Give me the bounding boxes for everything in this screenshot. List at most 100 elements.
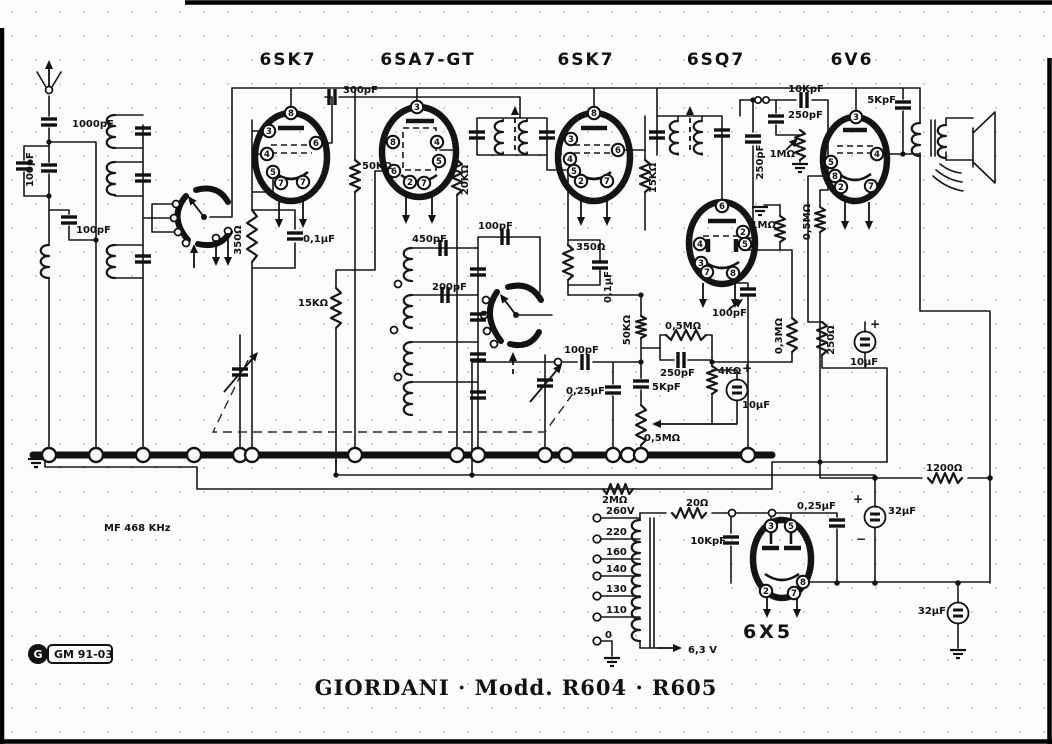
- svg-text:32µF: 32µF: [888, 506, 916, 517]
- svg-text:1000pF: 1000pF: [72, 119, 114, 130]
- svg-text:250pF: 250pF: [788, 110, 823, 121]
- svg-text:0,25µF: 0,25µF: [566, 386, 605, 397]
- svg-text:+: +: [870, 317, 880, 331]
- svg-text:100pF: 100pF: [76, 225, 111, 236]
- band-switch-antenna: [169, 185, 233, 249]
- svg-text:4: 4: [264, 150, 270, 160]
- svg-text:0,1µF: 0,1µF: [303, 234, 335, 245]
- svg-text:3: 3: [414, 103, 420, 113]
- svg-text:7: 7: [868, 182, 874, 192]
- svg-text:0,5MΩ: 0,5MΩ: [644, 433, 681, 444]
- coils: [39, 113, 948, 643]
- svg-text:8: 8: [288, 109, 294, 119]
- svg-text:6: 6: [391, 167, 397, 177]
- svg-text:5: 5: [270, 168, 276, 178]
- svg-text:8: 8: [800, 578, 806, 588]
- svg-text:1MΩ: 1MΩ: [751, 220, 777, 231]
- svg-text:8: 8: [591, 109, 597, 119]
- svg-text:15KΩ: 15KΩ: [648, 162, 659, 193]
- svg-text:8: 8: [730, 269, 736, 279]
- svg-text:8: 8: [390, 138, 396, 148]
- tube-pins: 8 3 4 6 5 7 7 3 8 4 5 6 2 7 8 3 4 6 5 2 …: [259, 99, 885, 601]
- svg-text:50KΩ: 50KΩ: [622, 314, 633, 345]
- svg-text:−: −: [856, 532, 866, 546]
- svg-text:5KpF: 5KpF: [652, 382, 681, 393]
- svg-text:3: 3: [568, 135, 574, 145]
- svg-text:0,5MΩ: 0,5MΩ: [802, 203, 813, 240]
- tube-label-mixer: 6SA7-GT: [380, 50, 475, 70]
- svg-text:4: 4: [697, 240, 703, 250]
- logo-icon: [28, 644, 48, 664]
- svg-text:+: +: [853, 492, 863, 506]
- svg-text:7: 7: [791, 589, 797, 599]
- svg-text:350Ω: 350Ω: [233, 225, 244, 255]
- svg-text:260V: 260V: [606, 506, 635, 517]
- maker-stamp: G GM 91-03: [28, 644, 113, 664]
- svg-text:+: +: [742, 361, 752, 375]
- svg-text:10KpF: 10KpF: [690, 536, 726, 547]
- if-frequency: MF 468 KHz: [104, 523, 171, 534]
- svg-text:7: 7: [421, 179, 427, 189]
- tube-labels: 6SK7 6SA7-GT 6SK7 6SQ7 6V6 6X5: [259, 50, 874, 643]
- svg-text:0,5MΩ: 0,5MΩ: [665, 321, 702, 332]
- svg-text:100pF: 100pF: [564, 345, 599, 356]
- svg-text:2: 2: [740, 228, 746, 238]
- svg-text:5: 5: [742, 240, 748, 250]
- electrolytic-caps: [725, 330, 970, 625]
- svg-text:1200Ω: 1200Ω: [926, 463, 963, 474]
- svg-text:100pF: 100pF: [25, 152, 36, 187]
- tube-label-rect: 6X5: [743, 621, 793, 643]
- svg-text:140: 140: [606, 564, 627, 575]
- svg-text:4KΩ: 4KΩ: [718, 366, 742, 377]
- arrows: [45, 60, 873, 652]
- svg-text:100pF: 100pF: [478, 221, 513, 232]
- ground-symbols: [28, 162, 966, 668]
- svg-text:3: 3: [698, 259, 704, 269]
- svg-text:20Ω: 20Ω: [686, 498, 709, 509]
- svg-text:1MΩ: 1MΩ: [770, 149, 796, 160]
- svg-text:3: 3: [266, 127, 272, 137]
- svg-text:2: 2: [838, 183, 844, 193]
- bus-junctions: [40, 446, 757, 464]
- svg-text:8: 8: [832, 172, 838, 182]
- svg-text:6: 6: [615, 146, 621, 156]
- junctions: [44, 85, 993, 646]
- component-labels: 1000pF 100pF 100pF 350Ω 0,1µF 15KΩ 50KΩ …: [25, 84, 963, 656]
- svg-text:10µF: 10µF: [850, 357, 878, 368]
- svg-text:5: 5: [571, 167, 577, 177]
- svg-text:3: 3: [768, 522, 774, 532]
- svg-text:32µF: 32µF: [918, 606, 946, 617]
- svg-text:4: 4: [567, 155, 573, 165]
- stamp-text: GM 91-03: [54, 648, 113, 661]
- svg-text:6,3 V: 6,3 V: [688, 645, 717, 656]
- svg-text:250Ω: 250Ω: [826, 325, 837, 355]
- svg-text:300pF: 300pF: [343, 85, 378, 96]
- tube-label-out: 6V6: [831, 50, 874, 70]
- svg-text:100pF: 100pF: [712, 308, 747, 319]
- svg-text:10KpF: 10KpF: [788, 84, 824, 95]
- svg-text:10µF: 10µF: [742, 400, 770, 411]
- mains-taps: 260V 220 160 140 130 110 0: [605, 506, 635, 641]
- tube-label-rf: 6SK7: [259, 50, 316, 70]
- svg-text:350Ω: 350Ω: [576, 242, 606, 253]
- svg-text:0,3MΩ: 0,3MΩ: [774, 317, 785, 354]
- svg-text:5: 5: [436, 157, 442, 167]
- svg-text:7: 7: [604, 177, 610, 187]
- svg-text:2: 2: [763, 587, 769, 597]
- svg-text:20KΩ: 20KΩ: [460, 164, 471, 195]
- svg-text:0,1µF: 0,1µF: [603, 271, 614, 303]
- svg-text:G: G: [33, 648, 42, 661]
- svg-text:220: 220: [606, 527, 627, 538]
- svg-text:7: 7: [278, 179, 284, 189]
- svg-text:7: 7: [704, 268, 710, 278]
- svg-text:15KΩ: 15KΩ: [298, 298, 329, 309]
- svg-text:4: 4: [434, 138, 440, 148]
- resistors: [245, 128, 964, 520]
- svg-text:250pF: 250pF: [755, 145, 766, 180]
- svg-text:2MΩ: 2MΩ: [602, 495, 628, 506]
- capacitors: [16, 89, 911, 545]
- svg-text:5: 5: [828, 158, 834, 168]
- band-switch-oscillator: [389, 279, 544, 382]
